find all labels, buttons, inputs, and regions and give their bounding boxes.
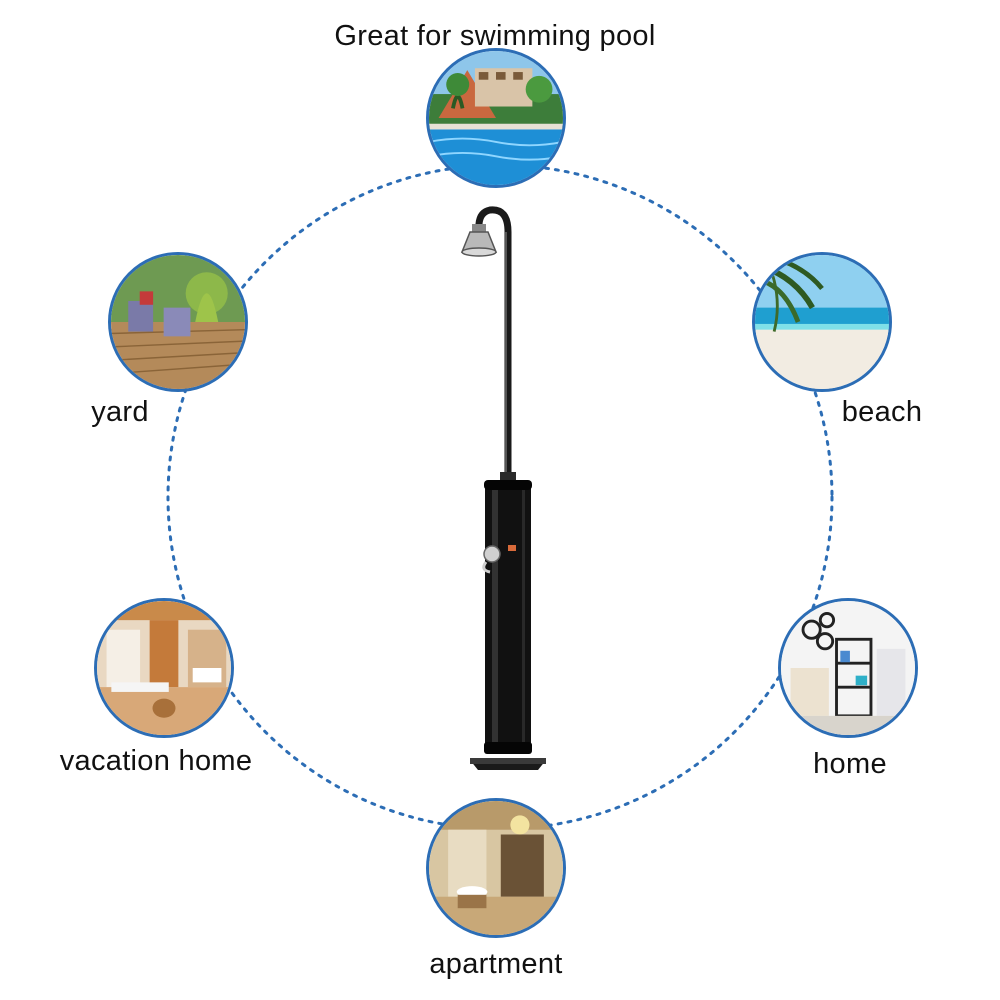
label-vacation-home: vacation home [59, 745, 253, 777]
apartment-photo [426, 798, 566, 938]
title-label-swimming-pool: Great for swimming pool [334, 20, 656, 52]
swimming-pool-photo [426, 48, 566, 188]
home-photo [778, 598, 918, 738]
shower-head-icon [460, 224, 498, 257]
valve-handle-icon [482, 545, 516, 574]
label-beach: beach [841, 396, 923, 428]
label-yard: yard [91, 396, 149, 428]
vacation-home-photo [94, 598, 234, 738]
label-apartment: apartment [429, 948, 563, 980]
label-home: home [813, 748, 887, 780]
beach-photo [752, 252, 892, 392]
yard-photo [108, 252, 248, 392]
